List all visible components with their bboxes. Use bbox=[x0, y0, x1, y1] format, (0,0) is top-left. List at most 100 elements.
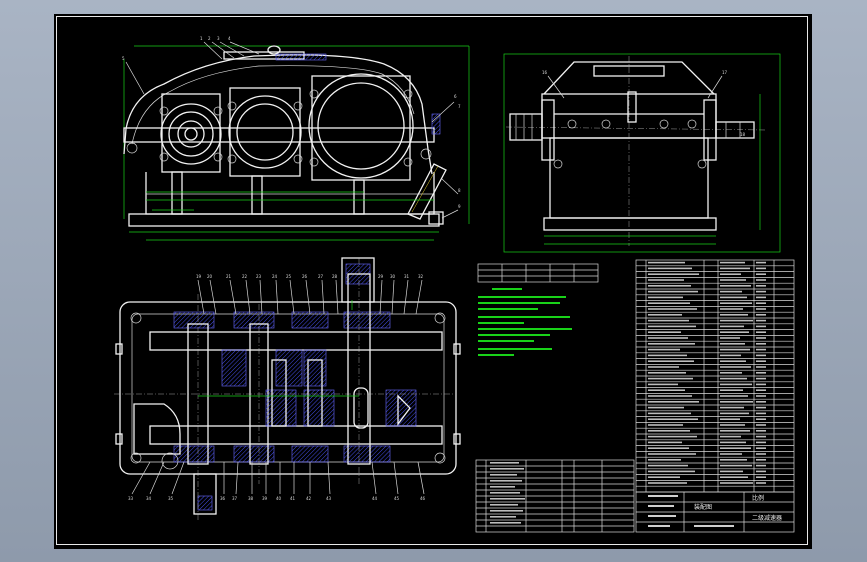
gear-3 bbox=[303, 349, 327, 387]
bom-entry-mark bbox=[490, 462, 519, 464]
parts-list-entry-mark bbox=[720, 453, 742, 455]
bom-entry-mark bbox=[490, 522, 521, 524]
boss-2 bbox=[229, 87, 301, 177]
parts-list-entry-mark bbox=[648, 389, 685, 391]
front-balloon-4: 4 bbox=[228, 36, 231, 41]
parts-list-entry-mark bbox=[648, 459, 681, 461]
top-balloon-leaders bbox=[197, 279, 423, 315]
parts-list-entry-mark bbox=[648, 360, 694, 362]
bearing-1-shaft bbox=[184, 127, 198, 141]
top-balloon-32: 32 bbox=[418, 274, 424, 279]
parts-list-entry-mark bbox=[648, 267, 692, 270]
parts-list-entry-mark bbox=[756, 354, 766, 357]
parts-list-entry-mark bbox=[720, 383, 752, 386]
parts-list-entry-mark bbox=[648, 319, 689, 322]
title-block: 装配图 二级减速器 比例 bbox=[635, 491, 795, 533]
parts-list-rows bbox=[636, 265, 794, 487]
front-bolts bbox=[126, 89, 432, 167]
parts-list-entry-mark bbox=[648, 325, 696, 328]
parts-list-entry-mark bbox=[756, 377, 766, 380]
parts-list-entry-mark bbox=[720, 418, 740, 420]
parts-list-entry-mark bbox=[756, 482, 766, 484]
parts-list-entry-mark bbox=[648, 418, 698, 420]
title-block-field-4 bbox=[648, 525, 670, 527]
parts-list-entry-mark bbox=[648, 395, 692, 397]
parts-list-entry-mark bbox=[720, 424, 745, 426]
gear-hub-3 bbox=[353, 387, 369, 429]
parts-list-entry-mark bbox=[648, 348, 680, 351]
parts-list-entry-mark bbox=[720, 331, 749, 333]
parts-list-entry-mark bbox=[756, 290, 766, 293]
tech-param-table bbox=[477, 263, 599, 283]
title-block-field-2 bbox=[648, 505, 674, 507]
top-lower-flange bbox=[149, 425, 443, 445]
parts-list-entry-mark bbox=[648, 464, 688, 467]
parts-list-entry-mark bbox=[720, 267, 750, 270]
parts-list-entry-mark bbox=[720, 447, 751, 449]
top-output-shaft bbox=[341, 257, 375, 303]
parts-list-entry-mark bbox=[756, 447, 766, 449]
parts-list-entry-mark bbox=[648, 372, 686, 374]
top-balloon-24: 24 bbox=[272, 274, 278, 279]
bottom-balloon-38: 38 bbox=[248, 496, 254, 501]
front-balloon-1: 1 bbox=[200, 36, 203, 41]
top-balloons-lower: 33 34 35 36 37 38 39 40 41 42 43 44 45 4… bbox=[128, 496, 426, 501]
drawing-sheet-border bbox=[56, 16, 808, 545]
parts-list-entry-mark bbox=[648, 279, 684, 281]
bottom-balloon-36: 36 bbox=[220, 496, 226, 501]
parts-list-entry-mark bbox=[756, 331, 766, 333]
parts-list-entry-mark bbox=[648, 470, 695, 473]
bearing-1-mid bbox=[168, 111, 214, 157]
sight-glass bbox=[431, 113, 441, 135]
parts-list-entry-mark bbox=[720, 464, 752, 467]
cad-viewport[interactable]: 1 2 3 4 5 6 7 8 9 bbox=[54, 14, 812, 549]
parts-list-entry-mark bbox=[756, 314, 766, 316]
front-balloon-9: 9 bbox=[458, 204, 461, 209]
parts-list-entry-mark bbox=[648, 447, 689, 449]
bottom-balloon-43: 43 bbox=[326, 496, 332, 501]
parts-list-entry-mark bbox=[756, 383, 766, 386]
parts-list-entry-mark bbox=[756, 360, 766, 362]
bill-of-materials-lower bbox=[475, 459, 635, 533]
top-balloon-27: 27 bbox=[318, 274, 324, 279]
gear-4 bbox=[265, 389, 297, 427]
parts-list-entry-mark bbox=[720, 308, 743, 310]
bom-entry-mark bbox=[490, 504, 518, 506]
parts-list-entry-mark bbox=[720, 325, 744, 328]
parts-list-entry-mark bbox=[756, 395, 766, 397]
parts-list-entry-mark bbox=[756, 261, 766, 264]
front-balloon-5: 5 bbox=[122, 56, 125, 61]
drain-plug bbox=[428, 211, 444, 225]
parts-list-entry-mark bbox=[720, 360, 746, 362]
housing-cover-inner-line bbox=[131, 65, 415, 145]
bottom-balloon-44: 44 bbox=[372, 496, 378, 501]
side-dim-frame bbox=[503, 53, 781, 253]
side-cap-left bbox=[541, 99, 555, 161]
title-block-scale-label: 比例 bbox=[752, 494, 764, 502]
parts-list-entry-mark bbox=[756, 453, 766, 455]
upper-bearing-row bbox=[173, 311, 391, 329]
parts-list-entry-mark bbox=[720, 372, 742, 374]
split-flange bbox=[123, 127, 435, 143]
parts-list-entry-mark bbox=[720, 430, 750, 432]
parts-list-entry-mark bbox=[720, 435, 741, 438]
bottom-balloon-35: 35 bbox=[168, 496, 174, 501]
parts-list-entry-mark bbox=[756, 308, 766, 310]
bom-entry-mark bbox=[490, 474, 517, 476]
bom-entry-mark bbox=[490, 492, 520, 494]
parts-list-entry-mark bbox=[720, 395, 748, 397]
bottom-balloon-39: 39 bbox=[262, 496, 268, 501]
parts-list-entry-mark bbox=[720, 354, 741, 357]
base-plate bbox=[128, 213, 440, 227]
bom-entry-mark bbox=[490, 468, 524, 470]
boss-right-2 bbox=[453, 433, 461, 445]
parts-list-entry-mark bbox=[720, 401, 753, 403]
top-balloon-23: 23 bbox=[256, 274, 262, 279]
rib-2 bbox=[251, 175, 263, 215]
parts-list-entry-mark bbox=[648, 290, 698, 293]
bearing-2-inner bbox=[236, 103, 294, 161]
gearbox-assembly-drawing[interactable]: 1 2 3 4 5 6 7 8 9 bbox=[54, 14, 812, 549]
parts-list-entry-mark bbox=[648, 482, 687, 484]
oil-dipstick bbox=[407, 163, 447, 220]
parts-list-entry-mark bbox=[756, 267, 766, 270]
